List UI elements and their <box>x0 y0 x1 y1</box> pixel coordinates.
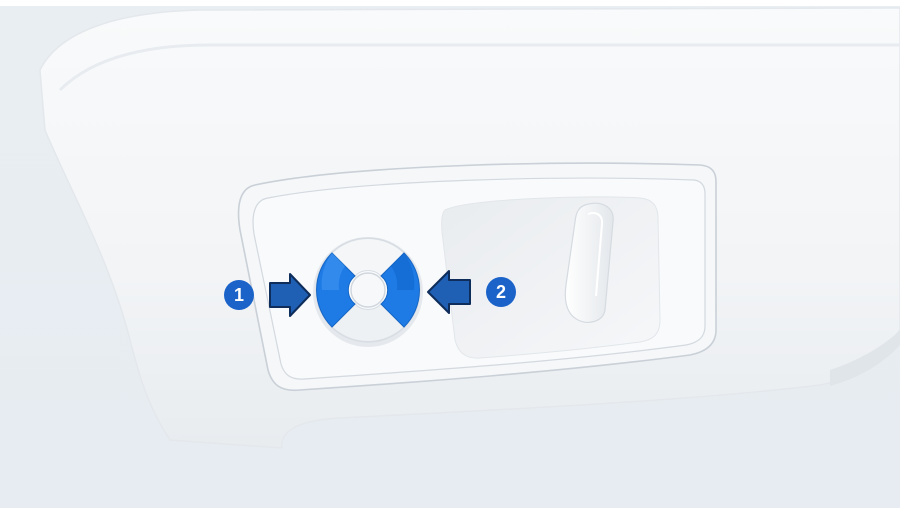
callout-2: 2 <box>486 277 516 307</box>
top-border <box>0 0 900 6</box>
joystick-center-button[interactable] <box>351 273 385 307</box>
callout-1-label: 1 <box>234 285 244 305</box>
callout-2-label: 2 <box>496 282 506 302</box>
callout-1: 1 <box>224 280 254 310</box>
seat-adjust-joystick-icon[interactable] <box>313 237 423 347</box>
lever-recess <box>442 197 660 358</box>
